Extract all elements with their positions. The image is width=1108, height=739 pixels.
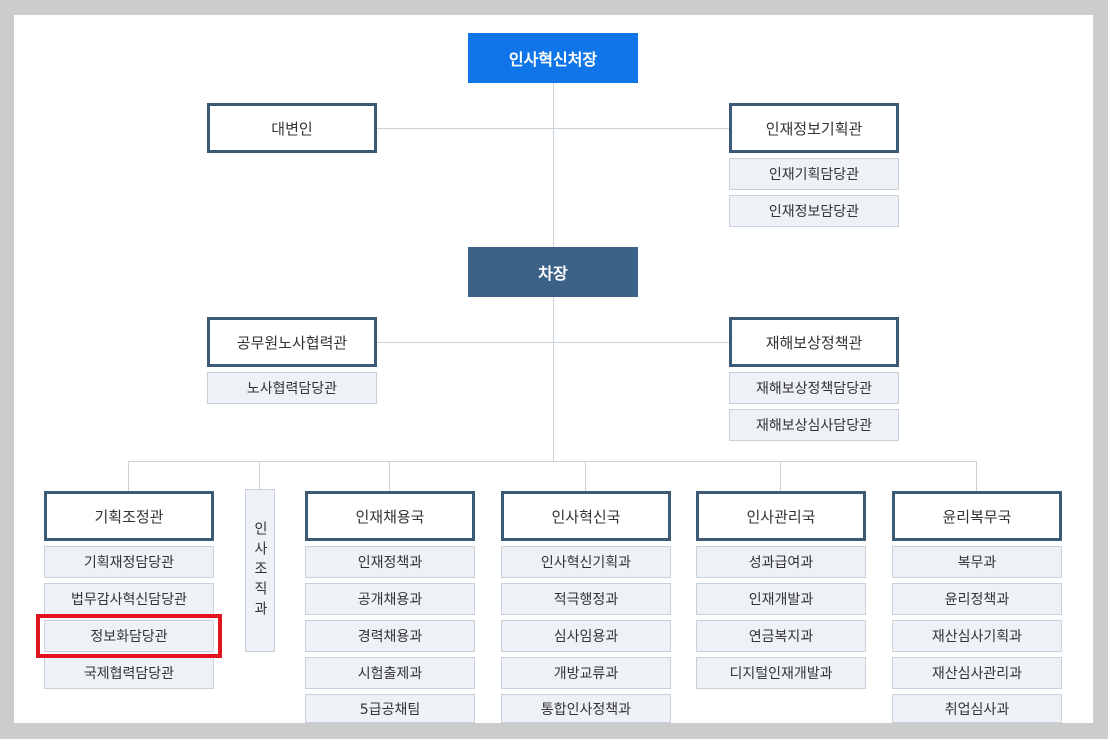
hr-innovation-box[interactable]: 인사혁신국	[501, 491, 671, 541]
planning-unit-international[interactable]: 국제협력담당관	[44, 657, 214, 689]
connector-drop-planning	[128, 461, 129, 491]
compensation-review-unit[interactable]: 재해보상심사담당관	[729, 409, 899, 441]
planning-unit-legal-audit[interactable]: 법무감사혁신담당관	[44, 583, 214, 615]
recruitment-unit-1[interactable]: 인재정책과	[305, 546, 475, 578]
ethics-unit-2[interactable]: 윤리정책과	[892, 583, 1062, 615]
recruitment-unit-4[interactable]: 시험출제과	[305, 657, 475, 689]
management-unit-3[interactable]: 연금복지과	[696, 620, 866, 652]
spokesperson-box[interactable]: 대변인	[207, 103, 377, 153]
labor-cooperation-box[interactable]: 공무원노사협력관	[207, 317, 377, 367]
ethics-unit-3[interactable]: 재산심사기획과	[892, 620, 1062, 652]
innovation-unit-1[interactable]: 인사혁신기획과	[501, 546, 671, 578]
hr-management-box[interactable]: 인사관리국	[696, 491, 866, 541]
highlight-frame	[36, 614, 222, 658]
recruitment-unit-5[interactable]: 5급공채팀	[305, 694, 475, 723]
management-unit-2[interactable]: 인재개발과	[696, 583, 866, 615]
compensation-policy-unit[interactable]: 재해보상정책담당관	[729, 372, 899, 404]
talent-recruitment-box[interactable]: 인재채용국	[305, 491, 475, 541]
recruitment-unit-2[interactable]: 공개채용과	[305, 583, 475, 615]
planning-coordination-box[interactable]: 기획조정관	[44, 491, 214, 541]
ethics-unit-4[interactable]: 재산심사관리과	[892, 657, 1062, 689]
labor-cooperation-unit[interactable]: 노사협력담당관	[207, 372, 377, 404]
hr-organization-division[interactable]: 인사조직과	[245, 489, 275, 652]
hr-info-unit[interactable]: 인재정보담당관	[729, 195, 899, 227]
connector-drop-management	[780, 461, 781, 491]
deputy-box[interactable]: 차장	[468, 247, 638, 297]
recruitment-unit-3[interactable]: 경력채용과	[305, 620, 475, 652]
innovation-unit-2[interactable]: 적극행정과	[501, 583, 671, 615]
innovation-unit-4[interactable]: 개방교류과	[501, 657, 671, 689]
connector-drop-recruitment	[389, 461, 390, 491]
innovation-unit-5[interactable]: 통합인사정책과	[501, 694, 671, 723]
chief-box[interactable]: 인사혁신처장	[468, 33, 638, 83]
connector-drop-hr-org	[259, 461, 260, 489]
connector-drop-ethics	[976, 461, 977, 491]
ethics-unit-5[interactable]: 취업심사과	[892, 694, 1062, 723]
planning-unit-informatization[interactable]: 정보화담당관	[44, 620, 214, 652]
accident-compensation-box[interactable]: 재해보상정책관	[729, 317, 899, 367]
connector-spokesperson-row	[376, 128, 730, 129]
connector-drop-innovation	[585, 461, 586, 491]
hr-info-planning-box[interactable]: 인재정보기획관	[729, 103, 899, 153]
management-unit-4[interactable]: 디지털인재개발과	[696, 657, 866, 689]
connector-bureau-bar	[128, 461, 977, 462]
innovation-unit-3[interactable]: 심사임용과	[501, 620, 671, 652]
connector-labor-row	[376, 342, 730, 343]
ethics-unit-1[interactable]: 복무과	[892, 546, 1062, 578]
hr-planning-unit[interactable]: 인재기획담당관	[729, 158, 899, 190]
management-unit-1[interactable]: 성과급여과	[696, 546, 866, 578]
planning-unit-finance[interactable]: 기획재정담당관	[44, 546, 214, 578]
ethics-service-box[interactable]: 윤리복무국	[892, 491, 1062, 541]
